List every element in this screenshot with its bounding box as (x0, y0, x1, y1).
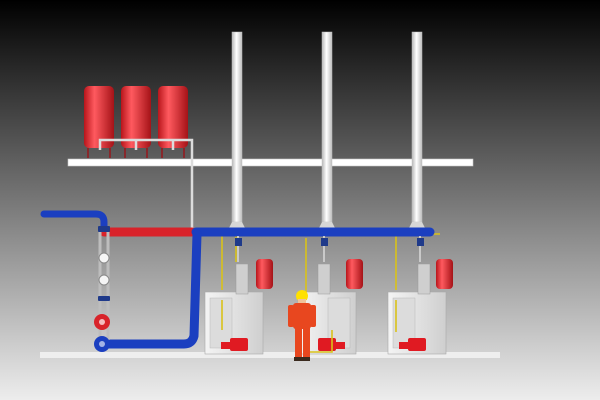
boiler-unit (297, 259, 363, 355)
boiler-expansion-vessel (256, 259, 273, 289)
branch-valves (235, 238, 424, 246)
valve-icon (235, 238, 242, 246)
upper-platform (67, 158, 474, 167)
return-piping (40, 210, 435, 349)
gauge-icon (98, 274, 110, 286)
worker-figure (288, 290, 316, 361)
boiler-unit (204, 259, 273, 355)
floor-slab (40, 352, 500, 358)
expansion-vessel (158, 86, 188, 158)
boiler-expansion-vessel (346, 259, 363, 289)
burner (399, 338, 426, 351)
expansion-vessel (84, 86, 114, 158)
burner (221, 338, 248, 351)
circulation-pump (94, 314, 110, 330)
boiler-expansion-vessel (436, 259, 453, 289)
boiler-unit (387, 259, 453, 355)
circulation-pump (94, 336, 110, 352)
valve-icon (417, 238, 424, 246)
valve-icon (98, 296, 110, 301)
vessel-manifold (98, 138, 194, 228)
valve-icon (321, 238, 328, 246)
gauge-icon (98, 252, 110, 264)
valve-icon (98, 226, 110, 232)
expansion-vessel (121, 86, 151, 158)
